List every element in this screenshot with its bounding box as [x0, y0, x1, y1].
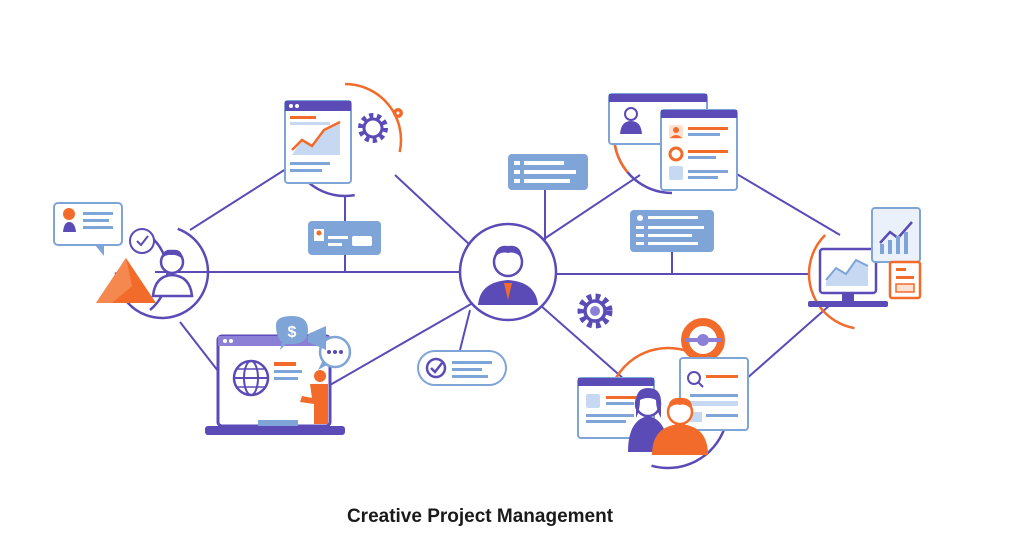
- person-pointing-icon: [300, 370, 328, 424]
- workstation-monitor: [205, 334, 345, 435]
- gear-icon: [358, 113, 388, 143]
- megaphone-icon: [308, 326, 326, 350]
- notification-badge-icon: [393, 108, 403, 118]
- connector-hub-bottomright: [539, 304, 626, 381]
- pyramid-icon: [96, 258, 156, 303]
- profile-card-window: [577, 377, 655, 439]
- connector-hub-topright: [534, 174, 641, 246]
- monitor-icon: [808, 247, 888, 307]
- dollar-icon: $: [276, 316, 308, 350]
- left-node[interactable]: [53, 202, 221, 331]
- person-icon: [151, 249, 194, 298]
- top-right-node[interactable]: [590, 53, 753, 216]
- diagram-caption: Creative Project Management: [346, 506, 614, 527]
- magnifier-icon: [687, 371, 704, 388]
- profile-window-front: [660, 109, 738, 191]
- doc-lines: [274, 362, 302, 380]
- connector-card-d: [459, 309, 471, 351]
- task-check-pill[interactable]: [417, 350, 507, 386]
- clock-icon: [129, 228, 155, 254]
- info-card-top[interactable]: [508, 154, 588, 190]
- id-card-tag[interactable]: [308, 221, 381, 255]
- right-node[interactable]: [800, 207, 927, 338]
- connector-topleft-hub: [394, 174, 471, 246]
- report-window: [284, 100, 352, 184]
- connector-bottomright-right: [744, 304, 831, 381]
- manager-avatar-icon: [478, 245, 538, 305]
- list-card-mid[interactable]: [630, 210, 714, 252]
- chat-icon: [318, 335, 352, 370]
- checkmark-icon: [425, 357, 447, 379]
- bottom-left-node[interactable]: $: [205, 316, 352, 435]
- connection-lines: [155, 159, 841, 386]
- top-left-node[interactable]: [280, 75, 410, 205]
- bottom-right-node[interactable]: [577, 318, 749, 485]
- connector-bottomleft-hub: [329, 299, 479, 386]
- team-people-icon: [628, 388, 708, 455]
- chart-document-icon: [871, 207, 921, 263]
- profile-chat-bubble: [53, 202, 123, 256]
- connector-left-topleft: [189, 159, 301, 231]
- svg-text:$: $: [288, 324, 297, 341]
- hub-node[interactable]: [458, 222, 558, 322]
- search-document: [679, 357, 749, 431]
- globe-icon: [232, 359, 270, 397]
- calculator-icon: [888, 260, 922, 300]
- lifebuoy-icon: [681, 318, 725, 362]
- gear-icon: [577, 293, 613, 329]
- connector-topright-right: [729, 169, 841, 236]
